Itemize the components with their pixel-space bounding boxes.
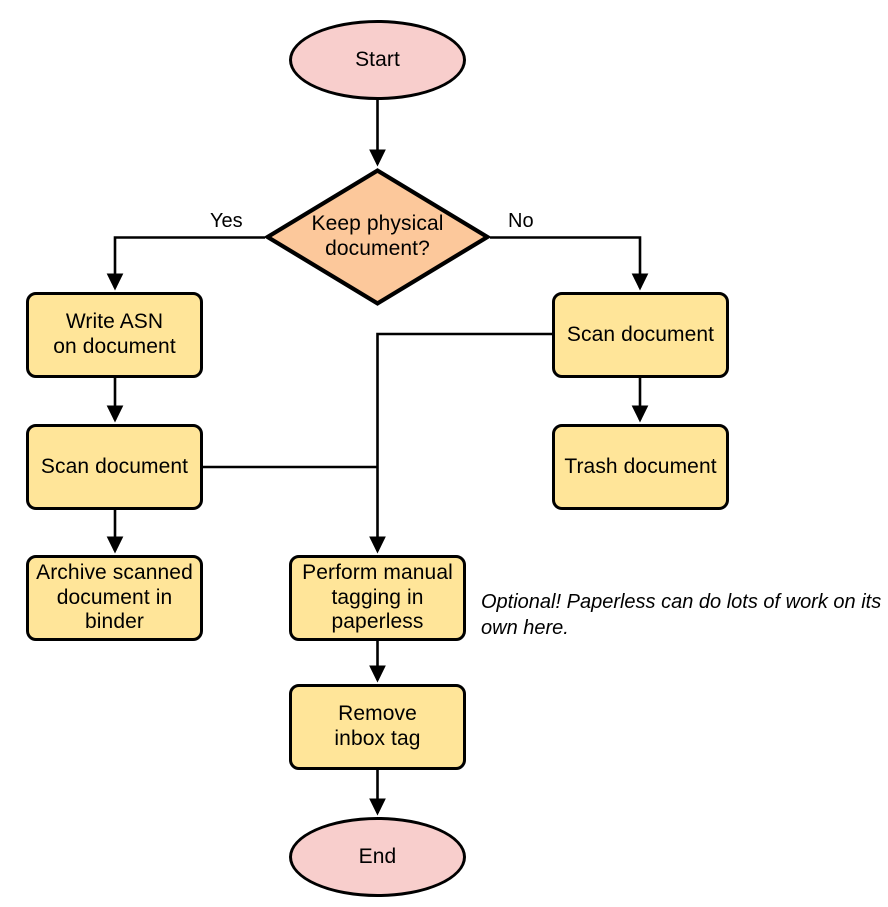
node-start[interactable]: Start: [289, 20, 466, 100]
node-keep-physical-document[interactable]: Keep physical document?: [265, 168, 490, 306]
node-scan-document-right[interactable]: Scan document: [552, 292, 729, 378]
connector-no-to-scan-right: [490, 236, 649, 291]
node-scan-document-right-label: Scan document: [566, 322, 715, 346]
connector-scan-right-to-tagging: [369, 332, 552, 554]
node-remove-inbox-tag-label: Remove inbox tag: [334, 702, 421, 750]
node-scan-document-left[interactable]: Scan document: [26, 424, 203, 510]
node-end-label: End: [358, 844, 397, 868]
node-remove-inbox-tag[interactable]: Remove inbox tag: [289, 684, 466, 770]
node-perform-manual-tagging-in-paperless-label: Perform manual tagging in paperless: [302, 560, 453, 634]
node-archive-scanned-document-in-binder-label: Archive scanned document in binder: [36, 560, 193, 634]
annotation-optional-note: Optional! Paperless can do lots of work …: [481, 591, 882, 640]
connector-yes-to-write-asn: [106, 236, 265, 291]
node-trash-document[interactable]: Trash document: [552, 424, 729, 510]
node-end[interactable]: End: [289, 817, 466, 897]
node-write-asn-on-document-label: Write ASN on document: [53, 310, 176, 358]
edge-label-no: No: [508, 210, 534, 232]
node-keep-physical-document-label: Keep physical document?: [311, 212, 444, 260]
edge-label-yes: Yes: [210, 210, 243, 232]
node-scan-document-left-label: Scan document: [40, 454, 189, 478]
decision-diamond-shape: [265, 168, 490, 306]
node-archive-scanned-document-in-binder[interactable]: Archive scanned document in binder: [26, 555, 203, 641]
node-write-asn-on-document[interactable]: Write ASN on document: [26, 292, 203, 378]
node-perform-manual-tagging-in-paperless[interactable]: Perform manual tagging in paperless: [289, 555, 466, 641]
node-trash-document-label: Trash document: [564, 454, 717, 478]
node-start-label: Start: [355, 47, 400, 71]
